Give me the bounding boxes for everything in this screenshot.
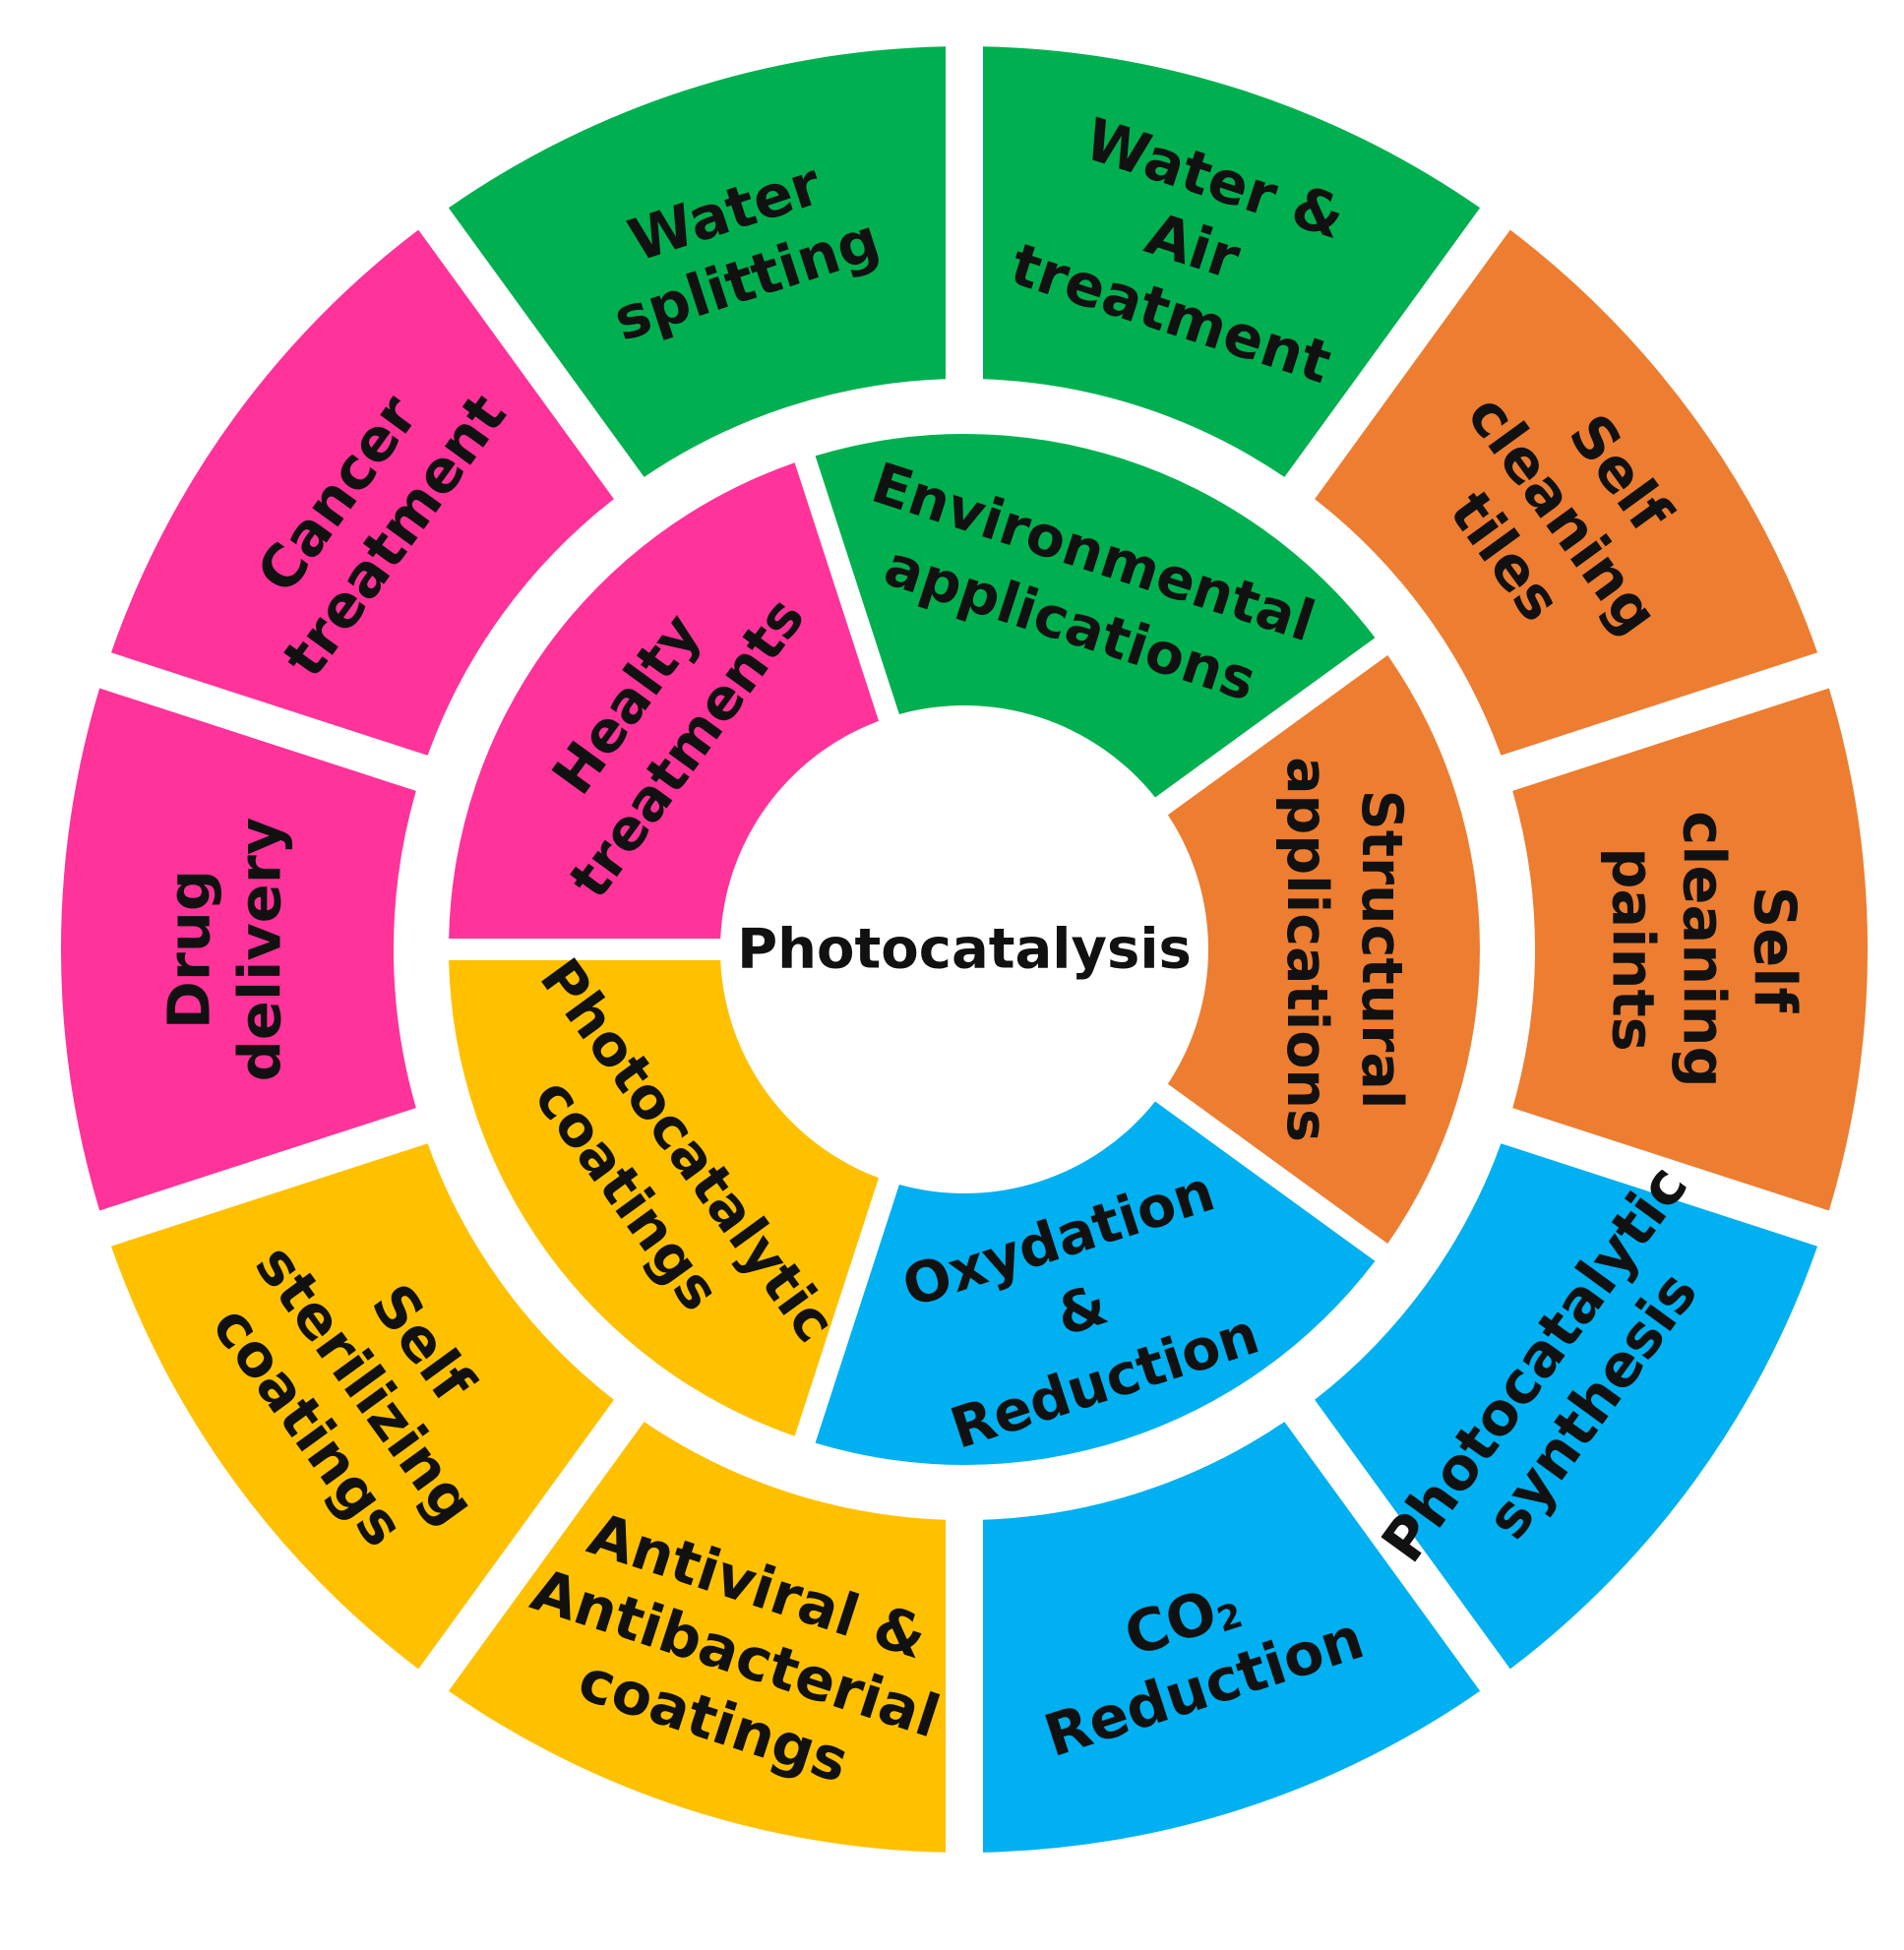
inner-sector-environment bbox=[815, 434, 1376, 798]
inner-sector-structural bbox=[1167, 655, 1480, 1244]
outer-sector-paints bbox=[1512, 688, 1869, 1211]
inner-sector-health bbox=[449, 462, 879, 939]
outer-label-drug-line-1: Drug bbox=[155, 870, 223, 1029]
outer-sector-sterilizing bbox=[111, 1143, 614, 1670]
outer-sector-cancer bbox=[111, 229, 614, 756]
center-label: Photocatalysis bbox=[737, 918, 1192, 982]
outer-sector-water-air bbox=[983, 46, 1481, 477]
outer-label-drug-line-2: delivery bbox=[226, 818, 294, 1082]
center-disc bbox=[724, 709, 1204, 1189]
outer-sector-synthesis bbox=[1315, 1143, 1817, 1670]
outer-label-paints-line-1: Self bbox=[1742, 886, 1810, 1014]
inner-label-structural-line-2: applications bbox=[1274, 757, 1339, 1142]
outer-label-paints-line-3: paints bbox=[1600, 847, 1668, 1052]
outer-sector-antiviral bbox=[448, 1422, 946, 1853]
inner-sector-oxidation bbox=[815, 1101, 1376, 1465]
outer-sector-co2 bbox=[983, 1422, 1481, 1853]
inner-segment-oxidation: Oxydation&Reduction bbox=[815, 1101, 1376, 1465]
outer-label-paints-line-2: cleaning bbox=[1671, 811, 1739, 1088]
outer-sector-water-splitting bbox=[448, 46, 946, 477]
inner-sector-coatings bbox=[449, 960, 879, 1436]
inner-ring: HealtytreatmentsEnvironmentalapplication… bbox=[449, 434, 1480, 1465]
outer-sector-drug bbox=[60, 688, 416, 1211]
outer-sector-tiles bbox=[1315, 229, 1817, 756]
inner-label-structural-line-1: Structural bbox=[1349, 790, 1414, 1110]
